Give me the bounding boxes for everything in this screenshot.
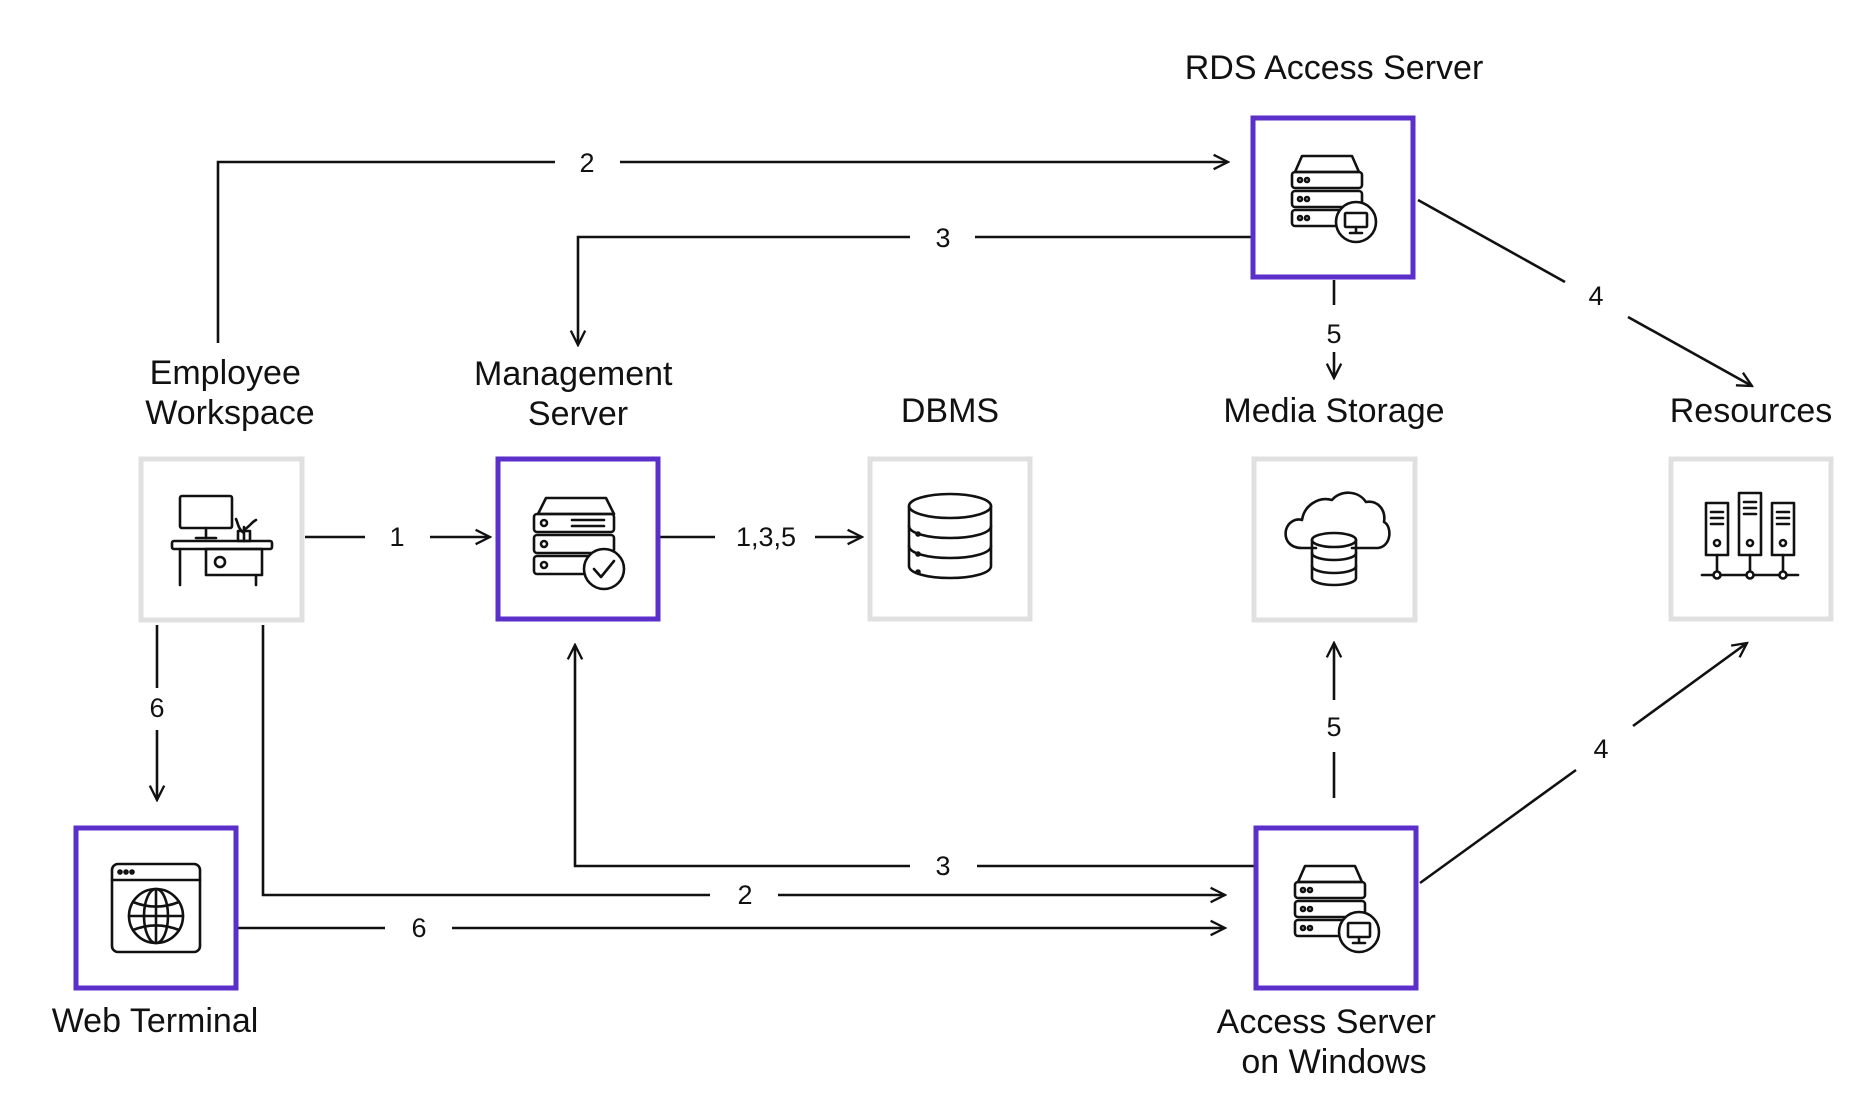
- edge-label: 4: [1593, 734, 1608, 764]
- node-access-server-windows[interactable]: Access Server on Windows: [1217, 825, 1446, 1081]
- server-monitor-icon: [1290, 154, 1378, 244]
- node-dbms[interactable]: DBMS: [867, 392, 1033, 622]
- node-box: [1250, 115, 1416, 280]
- browser-globe-icon: [110, 862, 202, 954]
- node-box: [1253, 825, 1419, 991]
- node-label: Management Server: [474, 355, 682, 433]
- edge-label: 3: [935, 223, 950, 253]
- edge-label: 4: [1588, 281, 1603, 311]
- node-box: [138, 456, 305, 623]
- node-media-storage[interactable]: Media Storage: [1223, 392, 1445, 623]
- node-label: DBMS: [901, 392, 999, 430]
- server-check-icon: [532, 496, 626, 591]
- edge-label: 2: [737, 880, 752, 910]
- edge-label: 1: [389, 522, 404, 552]
- server-racks-icon: [1700, 491, 1800, 580]
- node-web-terminal[interactable]: Web Terminal: [52, 825, 259, 1040]
- edge-webterm-to-asw: 6: [238, 913, 1225, 943]
- edge-ws-to-webterm: 6: [149, 625, 164, 800]
- node-employee-workspace[interactable]: Employee Workspace: [138, 354, 315, 623]
- edge-asw-to-media: 5: [1326, 643, 1341, 798]
- node-management-server[interactable]: Management Server: [474, 355, 682, 622]
- node-label: Media Storage: [1223, 392, 1444, 430]
- database-icon: [907, 492, 993, 580]
- node-rds-access-server[interactable]: RDS Access Server: [1185, 49, 1484, 280]
- edge-asw-to-mgmt: 3: [575, 645, 1255, 881]
- edge-mgmt-to-dbms: 1,3,5: [660, 522, 862, 552]
- edge-ws-to-mgmt: 1: [305, 522, 490, 552]
- edge-rds-to-media: 5: [1326, 280, 1341, 378]
- edge-ws-to-asw: 2: [261, 625, 1225, 910]
- edge-label: 5: [1326, 319, 1341, 349]
- edges: 1 1,3,5 2 3 4 5: [149, 148, 1752, 943]
- node-box: [1251, 456, 1418, 623]
- node-label: Access Server on Windows: [1217, 1003, 1446, 1081]
- node-resources[interactable]: Resources: [1668, 392, 1834, 622]
- edge-rds-to-mgmt: 3: [578, 223, 1252, 345]
- edge-label: 6: [149, 693, 164, 723]
- edge-rds-to-resources: 4: [1417, 198, 1752, 386]
- edge-label: 1,3,5: [736, 522, 796, 552]
- server-monitor-icon: [1293, 864, 1381, 954]
- node-box: [495, 456, 661, 622]
- edge-ws-to-rds: 2: [216, 148, 1228, 343]
- edge-label: 2: [579, 148, 594, 178]
- edge-label: 3: [935, 851, 950, 881]
- node-label: Resources: [1670, 392, 1833, 430]
- edge-label: 6: [411, 913, 426, 943]
- desk-workspace-icon: [170, 494, 274, 587]
- edge-label: 5: [1326, 712, 1341, 742]
- node-label: Employee Workspace: [145, 354, 314, 432]
- node-label: RDS Access Server: [1185, 49, 1484, 87]
- cloud-database-icon: [1284, 491, 1391, 587]
- edge-asw-to-resources: 4: [1419, 643, 1747, 885]
- node-label: Web Terminal: [52, 1002, 259, 1040]
